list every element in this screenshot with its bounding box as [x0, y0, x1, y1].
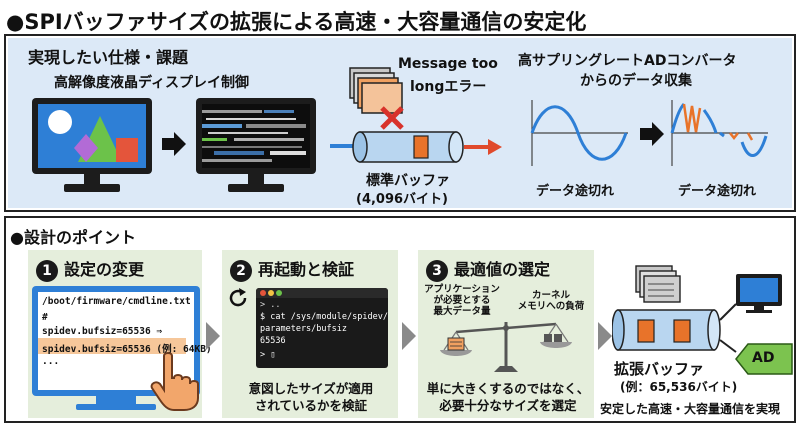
sine-wave-broken: [670, 100, 768, 166]
data-packets-icon-2: [635, 265, 681, 303]
step2-title-text: 再起動と検証: [258, 260, 355, 279]
error-message-line2: longエラー: [410, 79, 487, 95]
cmdline-new-value[interactable]: spidev.bufsiz=65536 (例: 64KB): [42, 344, 212, 355]
screen-circle: [48, 110, 72, 134]
ad-badge-icon: [735, 343, 793, 375]
terminal-close-dot[interactable]: [260, 290, 266, 296]
cmdline-old-value: spidev.bufsiz=65536 ⇒: [42, 326, 163, 337]
step-arrow-3: [598, 322, 612, 350]
scale-right-line2: メモリへの負荷: [517, 301, 585, 312]
blocked-x-icon: [380, 106, 404, 130]
monitor-clean-base: [64, 184, 120, 192]
scale-left-line2: が必要とする: [433, 295, 491, 306]
step2-caption-line2: されているかを検証: [254, 398, 368, 413]
adc-label-line2: からのデータ収集: [580, 73, 692, 89]
expanded-buffer-size: (例：65,536バイト): [620, 380, 738, 394]
scale-right-line1: カーネル: [531, 290, 570, 301]
step3-caption-line1: 単に大きくするのではなく、: [426, 381, 590, 396]
monitor-glitch-screen: [202, 104, 310, 168]
expanded-buffer-pipe: [612, 309, 721, 351]
step-arrow-1: [206, 322, 220, 350]
sine-wave-clean: [530, 100, 628, 166]
terminal-line3: parameters/bufsiz: [260, 324, 347, 334]
step2-title: 2 再起動と検証: [230, 256, 354, 282]
step1-title-text: 設定の変更: [64, 260, 145, 279]
terminal-line1: > ..: [260, 300, 281, 310]
step3-title: 3 最適値の選定: [426, 256, 550, 282]
cmdline-comment: #: [42, 312, 48, 323]
page-title: ●SPIバッファサイズの拡張による高速・大容量通信の安定化: [6, 10, 587, 34]
result-caption: 安定した高速・大容量通信を実現: [600, 402, 781, 416]
standard-buffer-size: (4,096バイト): [356, 192, 449, 207]
step1-title: 1 設定の変更: [36, 256, 144, 282]
data-packets-icon: [349, 67, 403, 114]
arrow-red-icon: [464, 139, 502, 155]
pointing-hand-icon: [150, 352, 199, 411]
terminal-line2: $ cat /sys/module/spidev/: [260, 312, 388, 322]
terminal-line4: 65536: [260, 336, 286, 346]
monitor-clean-neck: [84, 174, 100, 184]
scale-left-line1: アプリケーション: [424, 284, 500, 295]
lcd-label: 高解像度液晶ディスプレイ制御: [54, 75, 250, 91]
arrow-right-icon-2: [640, 122, 664, 146]
step2-caption-line1: 意図したサイズが適用: [248, 381, 374, 396]
ad-badge-label: AD: [752, 350, 775, 366]
terminal-titlebar: [256, 288, 388, 298]
monitor-glitch-neck: [248, 174, 264, 184]
challenge-heading: 実現したい仕様・課題: [28, 48, 189, 67]
balance-scale-icon: [440, 322, 572, 372]
challenge-section: [4, 34, 796, 212]
step1-number: 1: [36, 259, 58, 282]
terminal-window: > .. $ cat /sys/module/spidev/ parameter…: [256, 288, 388, 368]
monitor-clean-icon: [32, 98, 152, 192]
step3-number: 3: [426, 259, 448, 282]
standard-buffer-pipe: [352, 131, 464, 163]
standard-buffer-label: 標準バッファ: [366, 173, 450, 189]
expanded-buffer-diagram: [612, 265, 782, 353]
screen-rect: [116, 138, 138, 162]
reload-icon: [229, 288, 247, 307]
monitor-small-icon: [736, 274, 782, 313]
monitor-glitch-icon: [196, 98, 316, 192]
terminal-min-dot[interactable]: [268, 290, 274, 296]
screen-diamond: [74, 134, 98, 162]
standard-buffer-diagram: [330, 67, 502, 163]
step3-title-text: 最適値の選定: [454, 260, 551, 279]
terminal-max-dot[interactable]: [276, 290, 282, 296]
data-loss-right: データ途切れ: [678, 184, 757, 199]
error-message-line1: Message too: [398, 56, 498, 72]
step2-number: 2: [230, 259, 252, 282]
scale-left-line3: 最大データ量: [433, 306, 491, 317]
adc-label-line1: 高サプリングレートADコンバータ: [518, 53, 737, 69]
cmdline-ellipsis: ...: [42, 356, 60, 367]
step3-caption-line2: 必要十分なサイズを選定: [439, 398, 577, 413]
data-loss-left: データ途切れ: [536, 184, 615, 199]
design-heading: ●設計のポイント: [10, 228, 136, 247]
arrow-right-icon: [162, 132, 186, 156]
expanded-buffer-label: 拡張バッファ: [614, 360, 705, 378]
monitor-glitch-base: [228, 184, 284, 192]
cmdline-path: /boot/firmware/cmdline.txt: [42, 296, 191, 307]
step-arrow-2: [402, 322, 416, 350]
terminal-line5: > ▯: [260, 350, 276, 360]
